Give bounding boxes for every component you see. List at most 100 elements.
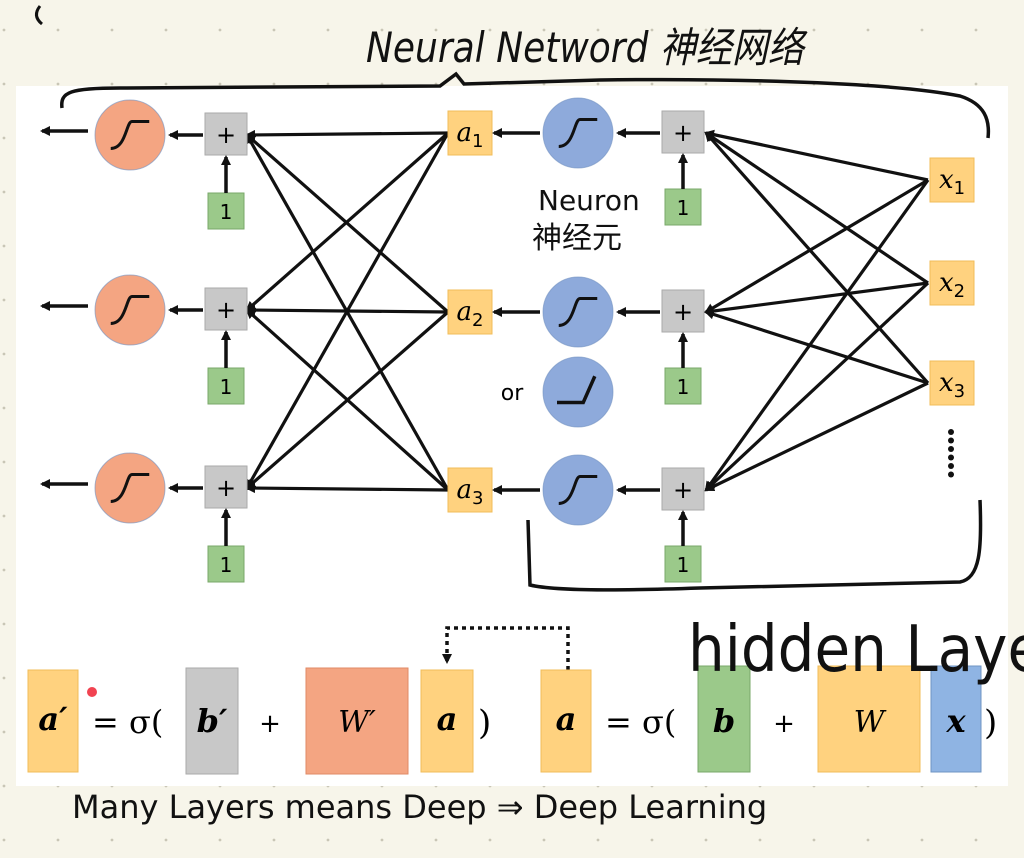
edge-x2-to-h2: [704, 281, 929, 316]
input-label-x2-symbol: x: [939, 268, 954, 298]
handwritten-annotations: Neural Netword 神经网络 Neuron 神经元 hidden La…: [35, 5, 1024, 826]
input-label-x2-subscript: 2: [954, 281, 965, 302]
deep-learning-note: Many Layers means Deep ⇒ Deep Learning: [72, 788, 767, 826]
w-label: W: [854, 705, 887, 740]
input-label-x3-subscript: 3: [954, 381, 965, 402]
right-eq-plus: +: [773, 709, 795, 739]
hidden-sum-symbol-2: +: [673, 298, 693, 326]
ellipsis-dot: [948, 454, 954, 461]
w-prime-box: [305, 667, 409, 775]
input-label-x1-subscript: 1: [954, 178, 965, 199]
hidden-neuron-1: [542, 97, 614, 169]
b-box: [697, 665, 751, 773]
sigmoid-curve-icon: [110, 473, 150, 503]
activation-label-a1: a1: [457, 118, 484, 152]
x-box: [930, 665, 982, 773]
activation-box-a3: [447, 467, 493, 513]
relu-neuron: [542, 356, 614, 428]
hidden-bias-box-2: [664, 367, 702, 405]
w-prime-label: W′: [338, 705, 376, 740]
edge-a2-to-o3: [245, 310, 450, 490]
hidden-sum-symbol-1: +: [673, 119, 693, 147]
cursor-dot-icon: [87, 687, 97, 697]
b-prime-box: [185, 667, 239, 775]
equations: a′ = σ( b′ + W′ a ) a = σ( b + W x ): [27, 626, 997, 775]
a-prime-box: [27, 669, 79, 773]
ellipsis-dot: [948, 437, 954, 444]
activation-label-a2: a2: [457, 297, 484, 331]
ellipsis-dot: [948, 471, 954, 478]
output-neuron-3: [94, 452, 166, 524]
hidden-bias-box-3: [664, 545, 702, 583]
hidden-bias-label-1: 1: [677, 196, 690, 220]
hidden-neuron-2-body: [542, 276, 614, 348]
output-bias-label-2: 1: [220, 375, 233, 399]
output-neuron-1-body: [94, 99, 166, 171]
hidden-bias-label-3: 1: [677, 553, 690, 577]
output-bias-box-3: [207, 545, 245, 583]
input-label-x3-symbol: x: [939, 368, 954, 398]
input-box-x2: [929, 260, 975, 306]
a-output-box: [540, 669, 592, 773]
top-left-scribble: [35, 5, 43, 26]
hidden-layer-label: hidden Layer: [688, 612, 1024, 686]
input-box-x1: [929, 157, 975, 203]
input-label-x3: x3: [939, 368, 965, 402]
sigmoid-curve-icon: [558, 297, 598, 327]
input-label-x1: x1: [939, 165, 965, 199]
a-output-label: a: [556, 700, 577, 738]
x-label: x: [945, 702, 966, 740]
a-input-label: a: [437, 700, 458, 738]
hidden-sum-symbol-3: +: [673, 476, 693, 504]
top-brace: [60, 71, 991, 139]
output-neuron-3-body: [94, 452, 166, 524]
activation-label-a3: a3: [457, 475, 484, 509]
output-sum-symbol-3: +: [216, 474, 236, 502]
activation-label-a2-subscript: 2: [472, 310, 483, 331]
input-label-x1-symbol: x: [939, 165, 954, 195]
sigmoid-curve-icon: [558, 118, 598, 148]
edge-x1-to-h3: [704, 179, 930, 492]
activation-label-a3-subscript: 3: [472, 488, 483, 509]
output-bias-box-2: [207, 367, 245, 405]
activation-label-a1-subscript: 1: [472, 131, 483, 152]
or-label: or: [501, 381, 524, 406]
output-sum-symbol-1: +: [216, 121, 236, 149]
output-neuron-2-body: [94, 274, 166, 346]
edge-a1-to-o1: [245, 129, 449, 140]
input-label-x2: x2: [939, 268, 965, 302]
left-eq-plus: +: [259, 709, 281, 739]
hidden-neuron-2: [542, 276, 614, 348]
sigmoid-curve-icon: [110, 120, 150, 150]
hidden-neuron-3-body: [542, 454, 614, 526]
activation-label-a3-symbol: a: [457, 475, 473, 505]
b-label: b: [713, 702, 735, 740]
right-eq-close: ): [984, 703, 997, 743]
sigmoid-curve-icon: [558, 475, 598, 505]
hidden-bias-box-1: [664, 188, 702, 226]
hidden-neuron-3: [542, 454, 614, 526]
activation-box-a1: [447, 110, 493, 156]
left-eq-close: ): [478, 703, 491, 743]
output-bias-label-1: 1: [220, 200, 233, 224]
neuron-label-zh: 神经元: [532, 221, 622, 256]
edge-x2-to-h1: [704, 131, 929, 285]
ellipsis-dot: [948, 446, 954, 452]
ellipsis-dot: [948, 429, 954, 435]
activation-label-a2-symbol: a: [457, 297, 473, 327]
edge-a3-to-o3: [245, 483, 449, 494]
ellipsis-dot: [948, 463, 954, 469]
connections: [245, 129, 930, 494]
hidden-layer-brace: [526, 499, 983, 592]
hidden-neuron-1-body: [542, 97, 614, 169]
left-eq-sigma: = σ(: [92, 703, 163, 741]
output-sum-symbol-2: +: [216, 296, 236, 324]
right-eq-sigma: = σ(: [605, 703, 676, 741]
edge-a1-to-o2: [245, 131, 450, 312]
a-input-box: [420, 669, 474, 773]
edge-x3-to-h2: [704, 309, 929, 385]
relu-neuron-body: [542, 356, 614, 428]
feedback-arrow: [442, 626, 570, 670]
edge-x3-to-h1: [704, 131, 930, 385]
